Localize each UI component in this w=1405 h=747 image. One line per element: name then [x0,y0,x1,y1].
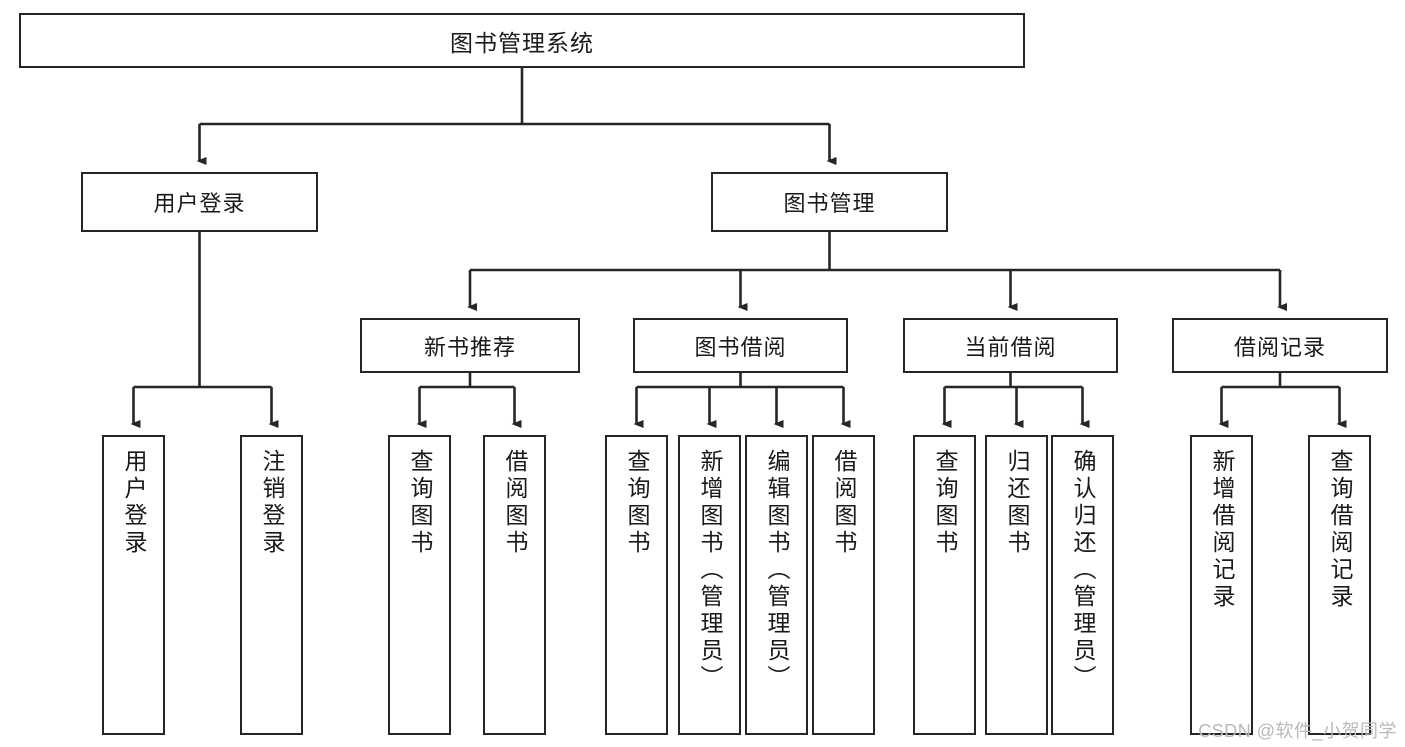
node-leaf-bo-add[interactable]: 新增图书（管理员） [678,435,741,735]
node-leaf-re-query[interactable]: 查询借阅记录 [1308,435,1371,735]
node-leaf-cu-return[interactable]: 归还图书 [985,435,1048,735]
node-leaf-cu-query[interactable]: 查询图书 [913,435,976,735]
node-label: 借阅记录 [1233,334,1326,360]
node-leaf-bo-query[interactable]: 查询图书 [605,435,668,735]
node-label: 归还图书 [1004,449,1030,557]
node-label: 新增借阅记录 [1209,449,1235,611]
node-leaf-nb-query[interactable]: 查询图书 [388,435,451,735]
node-records[interactable]: 借阅记录 [1172,318,1388,373]
node-label: 查询图书 [624,449,650,557]
node-label: 借阅图书 [831,449,857,557]
node-label: 图书管理 [783,191,876,216]
node-label: 注销登录 [259,449,285,557]
node-label: 用户登录 [121,449,147,557]
node-newbook[interactable]: 新书推荐 [360,318,580,373]
node-label: 图书管理系统 [450,29,594,56]
node-leaf-bo-borrow[interactable]: 借阅图书 [812,435,875,735]
node-bookmgmt[interactable]: 图书管理 [711,172,948,232]
node-label: 编辑图书（管理员） [764,449,790,692]
node-label: 确认归还（管理员） [1070,449,1096,692]
node-leaf-cu-confirm[interactable]: 确认归还（管理员） [1051,435,1114,735]
node-label: 查询图书 [407,449,433,557]
node-label: 新书推荐 [423,334,516,360]
node-root[interactable]: 图书管理系统 [19,13,1025,68]
watermark: CSDN @软件_小贺同学 [1198,721,1397,741]
node-leaf-user-login[interactable]: 用户登录 [102,435,165,735]
node-label: 新增图书（管理员） [697,449,723,692]
node-login[interactable]: 用户登录 [81,172,318,232]
node-leaf-bo-edit[interactable]: 编辑图书（管理员） [745,435,808,735]
node-leaf-nb-borrow[interactable]: 借阅图书 [483,435,546,735]
node-label: 用户登录 [153,191,246,216]
node-label: 查询图书 [932,449,958,557]
node-label: 查询借阅记录 [1327,449,1353,611]
node-leaf-re-add[interactable]: 新增借阅记录 [1190,435,1253,735]
node-label: 当前借阅 [964,334,1057,360]
node-leaf-user-logout[interactable]: 注销登录 [240,435,303,735]
node-label: 图书借阅 [694,334,787,360]
node-borrow[interactable]: 图书借阅 [633,318,848,373]
node-current[interactable]: 当前借阅 [903,318,1118,373]
node-label: 借阅图书 [502,449,528,557]
